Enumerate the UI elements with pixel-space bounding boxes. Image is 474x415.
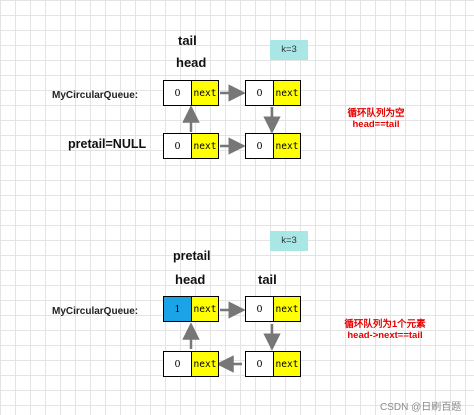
pretail-null-label: pretail=NULL: [68, 137, 147, 151]
queue-label-top: MyCircularQueue:: [52, 90, 139, 101]
node-next: next: [274, 134, 300, 158]
node-bottom-3: 0 next: [163, 351, 219, 377]
node-bottom-4: 0 next: [245, 351, 301, 377]
node-next: next: [274, 81, 300, 105]
node-next: next: [192, 352, 218, 376]
tail-label-top: tail: [178, 33, 197, 48]
head-label-bottom: head: [175, 272, 206, 287]
head-label-top: head: [176, 55, 207, 70]
node-value: 0: [246, 81, 274, 105]
node-next: next: [274, 352, 300, 376]
note-top: 循环队列为空 head==tail: [326, 105, 426, 130]
note-top-line2: head==tail: [352, 119, 400, 130]
node-top-3: 0 next: [163, 133, 219, 159]
k-box-top: k=3: [270, 40, 308, 60]
node-next: next: [192, 134, 218, 158]
node-next: next: [192, 81, 218, 105]
node-top-4: 0 next: [245, 133, 301, 159]
node-bottom-1: 1 next: [163, 296, 219, 322]
k-box-bottom: k=3: [270, 231, 308, 251]
tail-label-bottom: tail: [258, 272, 277, 287]
node-value: 0: [164, 352, 192, 376]
note-bottom-line1: 循环队列为1个元素: [344, 319, 426, 330]
note-bottom-line2: head->next==tail: [347, 330, 423, 341]
node-value: 0: [164, 81, 192, 105]
node-top-2: 0 next: [245, 80, 301, 106]
node-value: 0: [246, 134, 274, 158]
note-bottom: 循环队列为1个元素 head->next==tail: [330, 316, 440, 341]
watermark: CSDN @日刷百题: [380, 402, 462, 413]
node-value: 0: [246, 352, 274, 376]
node-bottom-2: 0 next: [245, 296, 301, 322]
node-next: next: [192, 297, 218, 321]
pretail-label: pretail: [173, 249, 211, 263]
node-value: 0: [246, 297, 274, 321]
queue-label-bottom: MyCircularQueue:: [52, 306, 139, 317]
node-value-filled: 1: [164, 297, 192, 321]
node-next: next: [274, 297, 300, 321]
note-top-line1: 循环队列为空: [347, 108, 405, 119]
node-top-1: 0 next: [163, 80, 219, 106]
node-value: 0: [164, 134, 192, 158]
